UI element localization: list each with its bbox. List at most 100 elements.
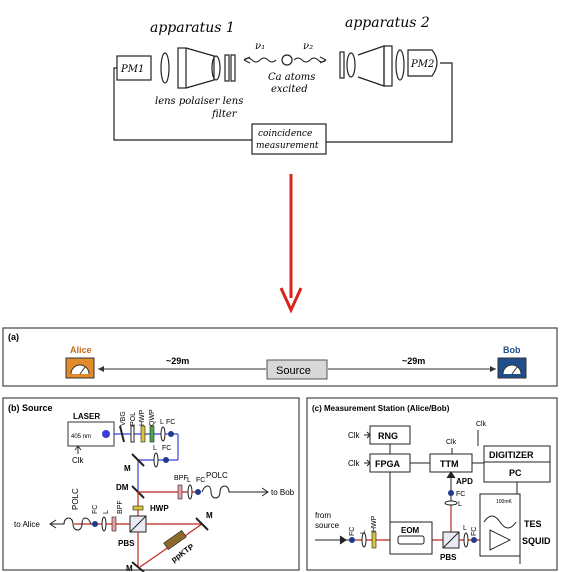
polc-left-label: POLC <box>71 488 80 510</box>
m1-mirror <box>131 453 145 467</box>
l4-label: L <box>103 510 110 514</box>
atoms-label-line1: Ca atoms <box>268 72 315 83</box>
lens-left-outer <box>160 52 170 84</box>
m3-mirror <box>131 561 145 572</box>
fc2-coupler <box>163 457 169 463</box>
eom-crystal <box>397 535 425 545</box>
m2-mirror <box>195 517 209 531</box>
panel-b-label: (b) Source <box>8 403 53 413</box>
l-in-label: L <box>360 530 367 534</box>
from-source-line1: from <box>315 511 331 520</box>
hwp-mid-label: HWP <box>150 504 169 513</box>
m3-label: M <box>126 564 133 572</box>
filter-left-1 <box>224 54 230 82</box>
from-source-line2: source <box>315 521 340 530</box>
l3-label: L <box>187 477 191 484</box>
fc-apd-coupler <box>448 490 454 496</box>
hwp-top-element <box>140 425 146 443</box>
down-arrow <box>279 174 303 314</box>
pm2-box <box>407 49 438 77</box>
dist-left-arrowhead <box>98 366 104 372</box>
fc-in-label: FC <box>349 527 356 536</box>
l-apd-lens <box>444 500 458 506</box>
pc-label: PC <box>509 468 522 478</box>
m2-label: M <box>206 511 213 520</box>
polc-left-coil <box>50 517 92 531</box>
lens-right-outer <box>395 49 405 81</box>
vbg-label: VBG <box>120 411 127 426</box>
apparatus-1-label: apparatus 1 <box>150 20 235 36</box>
panel-a-label: (a) <box>8 332 19 342</box>
photon-left-wave <box>243 57 277 63</box>
laser-clk-arrow <box>74 445 82 451</box>
bpf-left-label: BPF <box>117 500 124 514</box>
laser-clk-label: Clk <box>72 456 85 465</box>
laser-wavelength: 405 nm <box>71 434 91 440</box>
bpf-right <box>177 484 183 500</box>
hwp-label: HWP <box>371 515 378 532</box>
to-bob-arrow <box>261 487 269 497</box>
coincidence-line1: coincidence <box>258 129 312 139</box>
photon-right-arrowhead <box>319 56 327 64</box>
pbs-diagonal <box>129 515 147 533</box>
to-alice-label: to Alice <box>14 520 40 529</box>
coincidence-line2: measurement <box>256 141 319 151</box>
pbs-c-label: PBS <box>440 553 457 562</box>
polc-right-coil <box>201 485 268 499</box>
pol-label: POL <box>130 412 137 426</box>
nu1-label: ν₁ <box>255 41 265 52</box>
l-out-lens <box>463 532 469 548</box>
filter-label: filter <box>211 109 238 120</box>
source-label: Source <box>276 365 311 377</box>
hwp-element <box>371 531 377 549</box>
fc-apd-label: FC <box>456 491 465 498</box>
polariser-right <box>383 45 393 87</box>
source-box <box>266 359 328 380</box>
clk3-label: Clk <box>446 439 457 446</box>
bpf-right-label: BPF <box>174 475 188 482</box>
apparatus-2-label: apparatus 2 <box>345 15 430 31</box>
pm2-label: PM2 <box>410 59 434 70</box>
ca-atom-source <box>281 54 293 66</box>
down-arrow-head <box>279 287 303 314</box>
lens-right-inner <box>346 52 356 78</box>
fc1-coupler <box>168 431 174 437</box>
squid-label: SQUID <box>522 536 551 546</box>
atoms-label-line2: excited <box>271 84 308 95</box>
fc-out-label: FC <box>471 527 478 536</box>
alice-label: Alice <box>70 345 92 355</box>
fc-in-coupler <box>349 537 355 543</box>
laser-label: LASER <box>73 412 100 421</box>
clk2-label: Clk <box>348 459 361 468</box>
photon-left-arrowhead <box>243 56 251 64</box>
l-in-lens <box>361 532 367 548</box>
hwp-top-label: HWP <box>139 409 146 426</box>
ppktp-crystal <box>163 529 187 551</box>
qwp-label: QWP <box>149 409 156 426</box>
pol-element <box>130 425 135 443</box>
bob-label: Bob <box>503 345 521 355</box>
input-arrow <box>339 535 347 545</box>
tes-waveform <box>483 515 517 529</box>
nu2-label: ν₂ <box>303 41 313 52</box>
tes-label: TES <box>524 519 542 529</box>
coincidence-box <box>251 123 327 155</box>
experiment-diagram: (a) Alice ~29m Source ~29m Bob (b) Sourc… <box>2 327 558 572</box>
lens-left-inner <box>211 55 221 81</box>
wire-left <box>113 67 252 141</box>
tes-inner-label: 100mK <box>496 499 513 505</box>
polariser-right-cone <box>357 45 385 87</box>
polariser-left-cone <box>185 47 215 89</box>
digitizer-box <box>483 445 551 483</box>
fc4-coupler <box>92 521 98 527</box>
fc4-label: FC <box>92 505 99 514</box>
pm1-label: PM1 <box>120 64 144 75</box>
vbg-element <box>119 425 125 443</box>
l2-lens <box>153 452 159 468</box>
laser-emission-icon <box>102 430 110 438</box>
clk1-label: Clk <box>348 431 361 440</box>
fpga-label: FPGA <box>375 459 401 469</box>
polc-right-label: POLC <box>206 471 228 480</box>
rng-label: RNG <box>378 431 398 441</box>
fc3-label: FC <box>196 477 205 484</box>
